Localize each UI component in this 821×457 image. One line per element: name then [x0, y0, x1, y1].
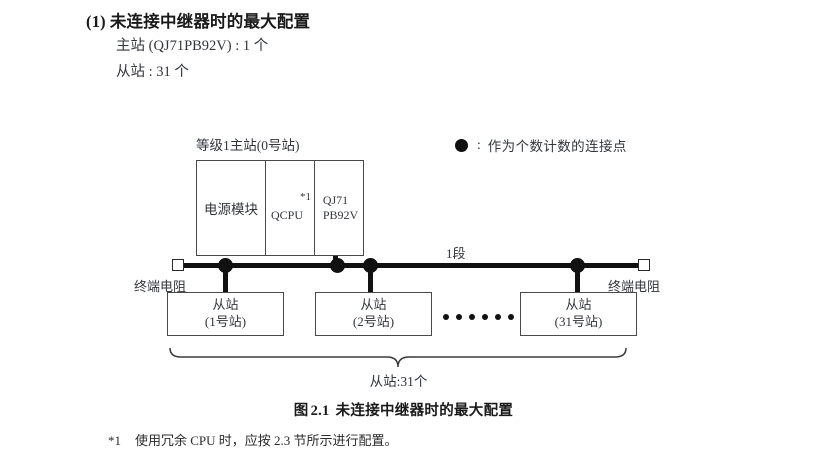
slave-group-label: 从站:31个 — [369, 374, 428, 389]
ellipsis-dot — [482, 314, 488, 320]
slave-group-label-wrap: 从站:31个 — [0, 370, 821, 390]
terminal-resistor-right-icon — [638, 259, 650, 271]
footnote-text: 使用冗余 CPU 时，应按 2.3 节所示进行配置。 — [135, 433, 398, 448]
ellipsis-dot — [469, 314, 475, 320]
cpu-module: *1 QCPU — [266, 161, 315, 255]
figure-caption-prefix: 图 — [293, 403, 309, 419]
ellipsis-dots — [443, 314, 514, 320]
network-module-label-line1: QJ71 — [322, 193, 349, 207]
network-module-label-line2: PB92V — [322, 208, 359, 222]
terminal-resistor-left-icon — [172, 259, 184, 271]
ellipsis-dot — [495, 314, 501, 320]
section-title-text: 未连接中继器时的最大配置 — [109, 12, 311, 31]
slave-station-name: 从站 — [212, 297, 239, 313]
ellipsis-dot — [456, 314, 462, 320]
slave-station-box: 从站 (1号站) — [167, 292, 284, 336]
slave-station-box: 从站 (2号站) — [315, 292, 432, 336]
power-supply-module: 电源模块 — [197, 161, 266, 255]
terminal-resistor-left-label: 终端电阻 — [134, 279, 187, 294]
footnote-marker: *1 — [108, 433, 121, 448]
cpu-footnote-marker: *1 — [300, 191, 311, 203]
slave-station-count-line: 从站 : 31 个 — [116, 64, 189, 80]
legend-separator: : — [477, 137, 481, 152]
segment-label: 1段 — [446, 246, 466, 261]
master-station-rack: 电源模块 *1 QCPU QJ71 PB92V — [196, 160, 364, 256]
footnote: *1 使用冗余 CPU 时，应按 2.3 节所示进行配置。 — [108, 430, 398, 449]
slave-station-number: (2号站) — [352, 314, 395, 329]
cpu-module-label: QCPU — [271, 208, 304, 222]
master-station-count-line: 主站 (QJ71PB92V) : 1 个 — [116, 38, 269, 54]
master-station-caption: 等级1主站(0号站) — [196, 138, 300, 153]
slave-station-name: 从站 — [360, 297, 387, 313]
section-heading: (1)未连接中继器时的最大配置 — [86, 8, 310, 32]
connection-point-dot — [330, 258, 345, 273]
slave-station-number: (1号站) — [204, 314, 247, 329]
ellipsis-dot — [508, 314, 514, 320]
network-module: QJ71 PB92V — [315, 161, 362, 255]
slave-station-number: (31号站) — [554, 314, 603, 329]
slave-drop-line — [368, 265, 373, 292]
filled-circle-icon — [455, 138, 468, 152]
legend: : 作为个数计数的连接点 — [455, 135, 627, 155]
ellipsis-dot — [443, 314, 449, 320]
slave-drop-line — [575, 265, 580, 292]
slave-drop-line — [223, 265, 228, 292]
bus-cable — [178, 263, 644, 268]
slave-station-name: 从站 — [565, 297, 592, 313]
figure-caption-number: 2.1 — [310, 403, 330, 419]
slave-group-brace — [169, 347, 627, 368]
slave-station-box: 从站 (31号站) — [520, 292, 637, 336]
legend-description: 作为个数计数的连接点 — [487, 139, 627, 154]
section-number: (1) — [86, 12, 106, 31]
terminal-resistor-right-label: 终端电阻 — [608, 279, 661, 294]
figure-caption-text: 未连接中继器时的最大配置 — [335, 403, 514, 419]
